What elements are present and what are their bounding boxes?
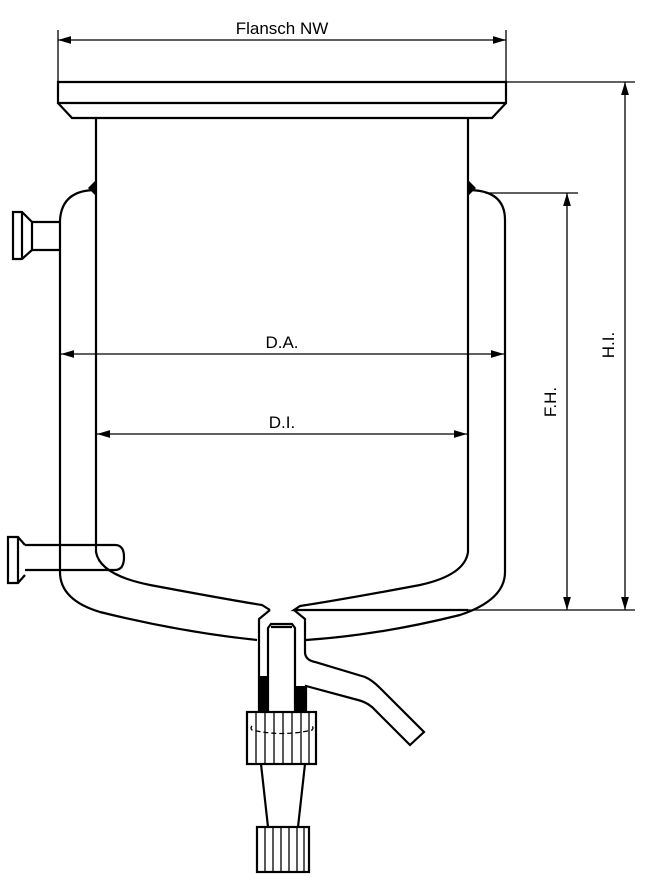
flange <box>56 80 508 120</box>
inner-vessel <box>94 118 470 612</box>
outer-diameter-dimension: D.A. <box>61 333 504 358</box>
flange-label: Flansch NW <box>236 19 329 38</box>
inner-height-label: H.I. <box>599 332 618 358</box>
outer-diameter-label: D.A. <box>265 333 298 352</box>
lower-jacket-port <box>6 535 126 585</box>
bottom-outlet-valve <box>245 609 426 874</box>
flange-dimension: Flansch NW <box>57 19 507 82</box>
filling-height-label: F.H. <box>541 387 560 417</box>
filling-height-dimension: F.H. <box>468 192 635 611</box>
upper-jacket-port <box>11 210 60 261</box>
jacket <box>58 180 507 642</box>
inner-diameter-dimension: D.I. <box>97 413 467 438</box>
inner-diameter-label: D.I. <box>269 413 295 432</box>
inner-height-dimension: H.I. <box>506 81 635 610</box>
